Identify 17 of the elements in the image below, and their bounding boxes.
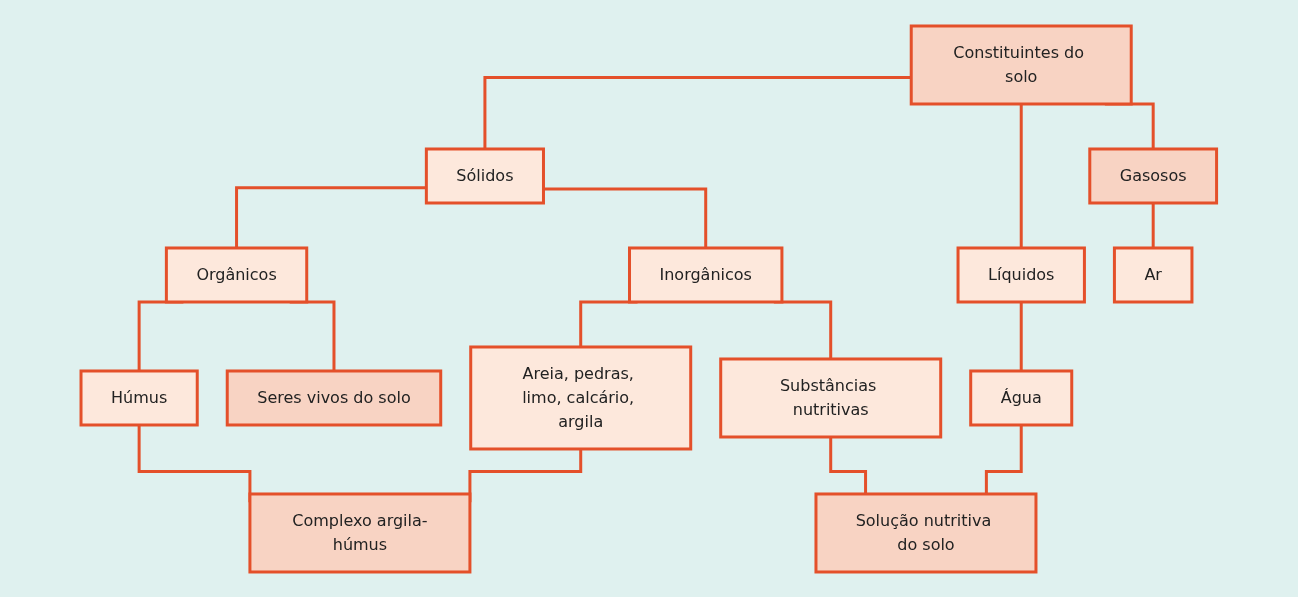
node-box: Substâncias nutritivas	[719, 357, 943, 438]
node-box: Sólidos	[425, 147, 546, 204]
connector	[543, 187, 708, 248]
node-box: Gasosos	[1088, 147, 1219, 204]
node-box: Água	[969, 369, 1074, 426]
node-box: Líquidos	[956, 246, 1087, 303]
node-box: Inorgânicos	[628, 246, 784, 303]
node-box: Seres vivos do solo	[225, 369, 443, 426]
node-box: Areia, pedras, limo, calcário, argila	[469, 345, 693, 450]
node-box: Húmus	[79, 369, 199, 426]
node-box: Solução nutritiva do solo	[814, 492, 1038, 573]
node-box: Orgânicos	[165, 246, 309, 303]
node-box: Complexo argila-húmus	[248, 492, 472, 573]
node-box: Ar	[1113, 246, 1194, 303]
connector	[235, 185, 427, 248]
node-box: Constituintes do solo	[909, 24, 1133, 105]
connector	[483, 75, 912, 149]
